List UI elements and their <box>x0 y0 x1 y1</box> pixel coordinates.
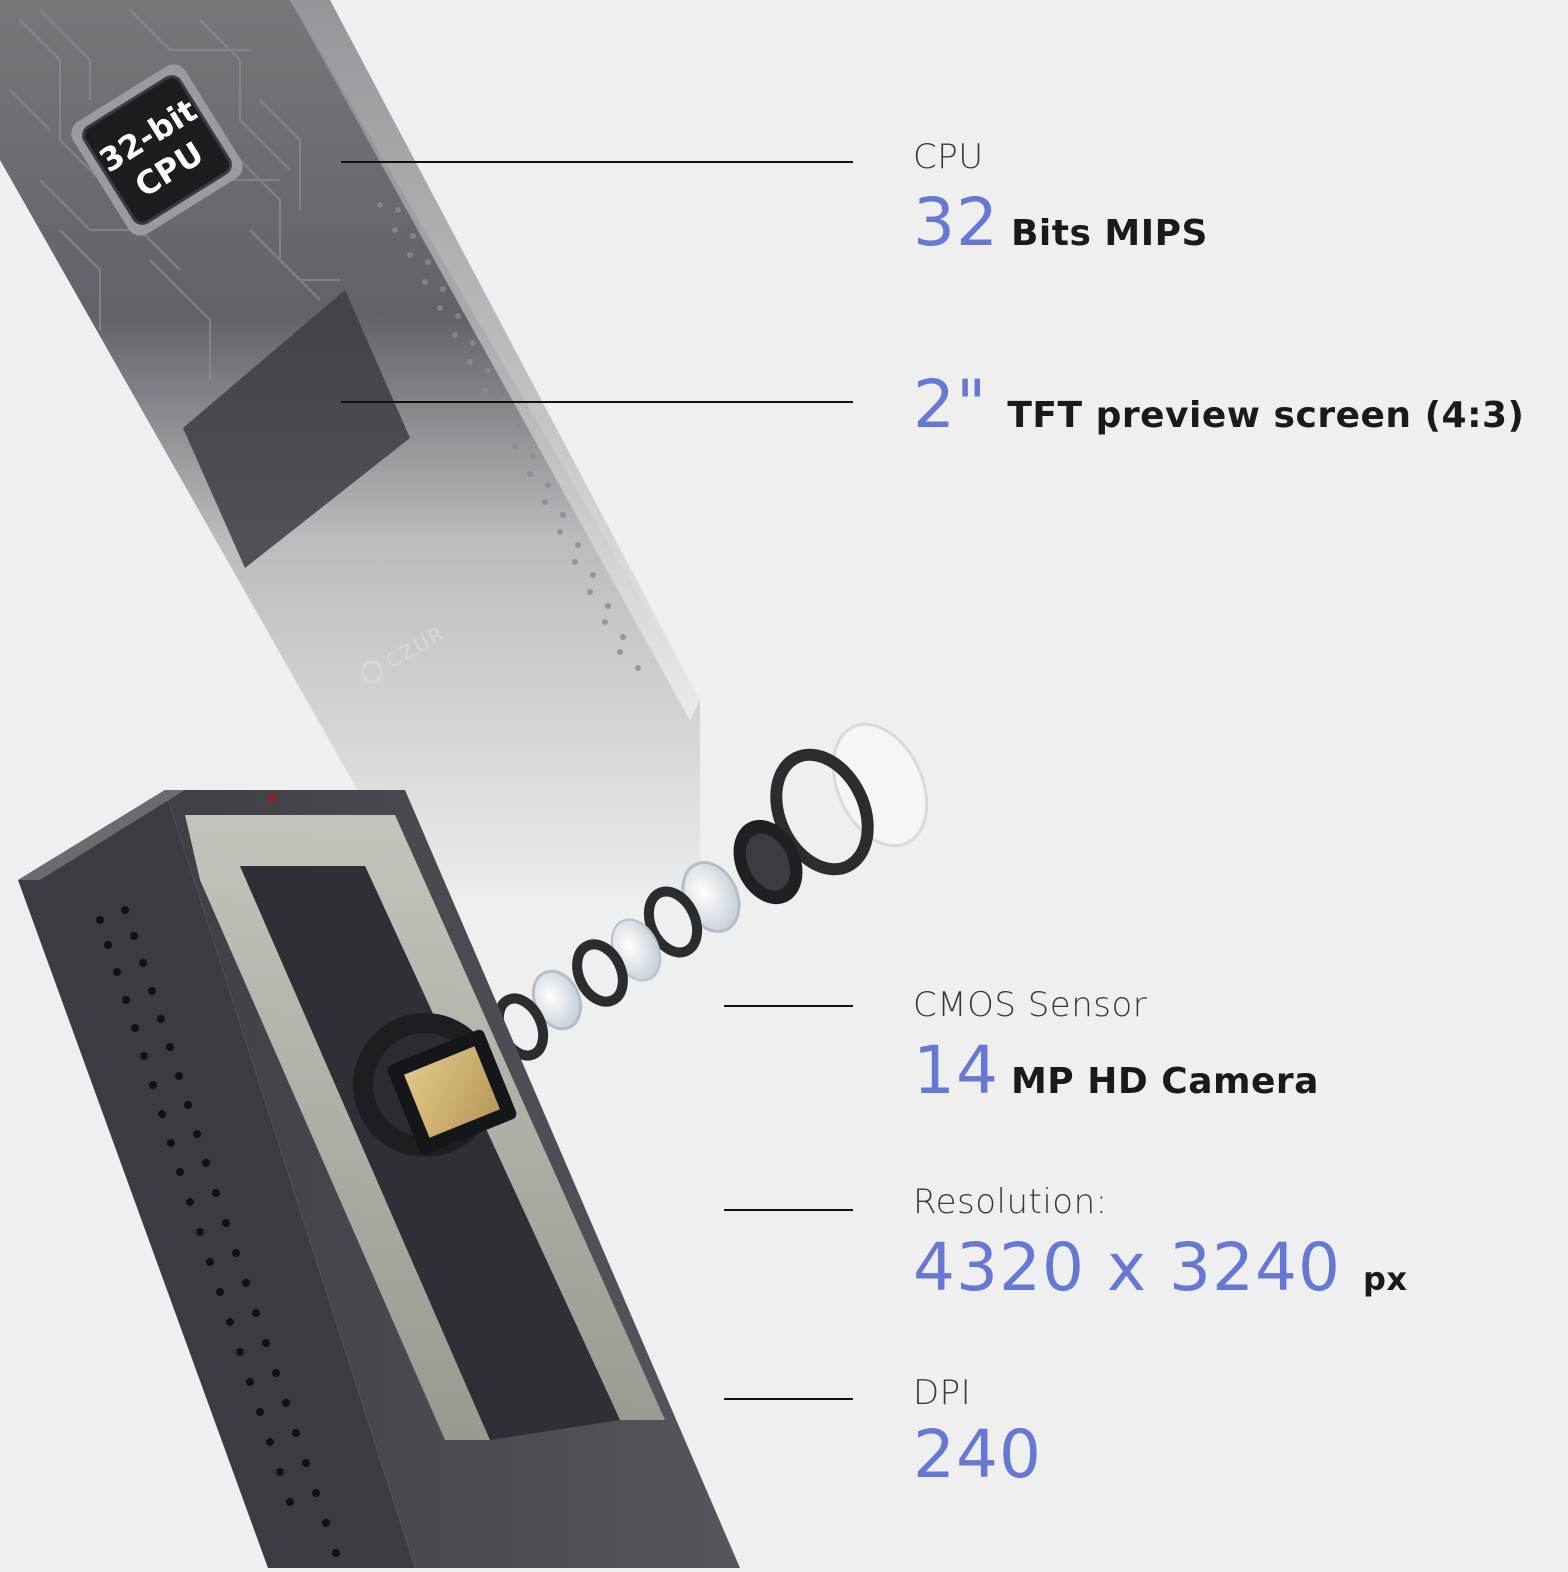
preview-screen <box>183 290 410 568</box>
screen-callout-line <box>341 401 853 403</box>
lower-vent-holes <box>96 906 340 1557</box>
cpu-bits-value: 32 <box>913 184 999 261</box>
resolution-value: 4320 x 3240 <box>913 1229 1341 1306</box>
cpu-chip-icon: 32-bit CPU <box>71 64 243 236</box>
cmos-sensor-icon <box>387 1029 517 1155</box>
dpi-value: 240 <box>913 1416 1042 1493</box>
cmos-mp-value: 14 <box>913 1032 999 1109</box>
lower-scanner-head <box>18 790 740 1568</box>
resolution-spec: Resolution: 4320 x 3240 px <box>913 1185 1408 1301</box>
cpu-unit: Bits MIPS <box>1010 213 1208 254</box>
cmos-label: CMOS Sensor <box>913 985 1148 1025</box>
resolution-unit: px <box>1362 1260 1408 1298</box>
resolution-callout-line <box>724 1209 853 1211</box>
cmos-callout-line <box>724 1005 853 1007</box>
cpu-label: CPU <box>913 137 984 177</box>
dpi-callout-line <box>724 1398 853 1400</box>
upper-vent-holes <box>377 202 641 671</box>
lens-stack <box>456 722 929 1085</box>
cpu-callout-line <box>341 161 853 163</box>
resolution-label: Resolution: <box>913 1182 1108 1222</box>
dpi-label: DPI <box>913 1373 972 1413</box>
upper-scanner-arm: CZUR 32-bit CPU <box>0 0 700 900</box>
screen-spec: 2" TFT preview screen (4:3) <box>913 372 1524 438</box>
cpu-spec: CPU 32 Bits MIPS <box>913 140 1208 256</box>
screen-unit: TFT preview screen (4:3) <box>1007 395 1525 436</box>
cmos-unit: MP HD Camera <box>1010 1061 1319 1102</box>
dpi-spec: DPI 240 <box>913 1376 1042 1488</box>
cmos-spec: CMOS Sensor 14 MP HD Camera <box>913 988 1319 1104</box>
screen-size-value: 2" <box>913 366 988 443</box>
